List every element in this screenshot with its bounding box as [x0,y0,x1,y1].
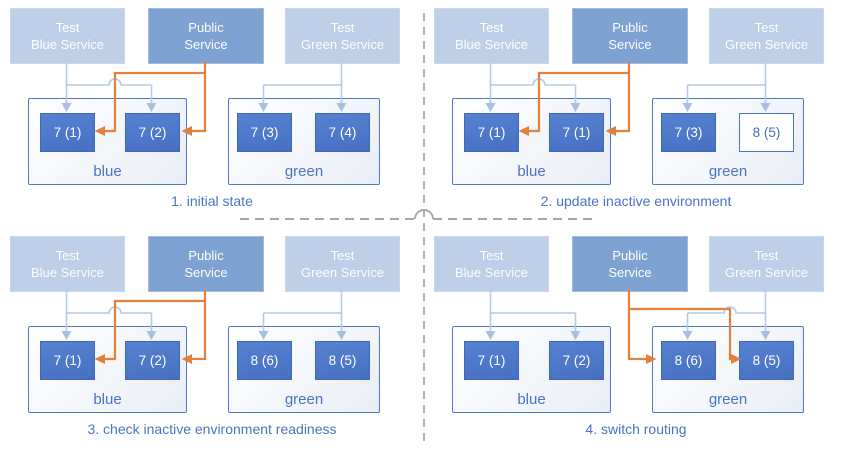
service-label-line1: Test [479,248,504,263]
pod: 8 (5) [315,341,370,380]
environment-label: green [708,163,748,180]
service-label-line1: Test [330,20,355,35]
test-blue-service-box: Test Blue Service [434,236,549,292]
environment-label: blue [517,391,546,408]
quadrant-2-update-inactive: Test Blue Service Public Service Test Gr… [424,0,848,228]
service-label-line1: Public [612,20,648,35]
pod: 7 (1) [40,341,95,380]
environment-label: green [284,163,324,180]
test-green-service-box: Test Green Service [285,236,400,292]
service-label-line2: Service [184,37,228,52]
pod: 8 (6) [661,341,716,380]
service-label-line2: Service [184,265,228,280]
quadrant-4-switch-routing: Test Blue Service Public Service Test Gr… [424,228,848,456]
pod: 8 (6) [237,341,292,380]
service-label-line2: Service [608,37,652,52]
public-service-box: Public Service [148,8,264,64]
service-label-line2: Green Service [724,37,809,52]
service-label-line1: Public [612,248,648,263]
quadrant-1-initial-state: Test Blue Service Public Service Test Gr… [0,0,424,228]
environment-label: green [708,391,748,408]
service-label-line2: Service [608,265,652,280]
pod: 8 (5) [739,341,794,380]
service-label-line2: Green Service [724,265,809,280]
environment-label: green [284,391,324,408]
test-blue-service-box: Test Blue Service [10,236,125,292]
service-label-line2: Green Service [300,37,385,52]
panel-caption: 4. switch routing [585,421,687,437]
panel-caption: 2. update inactive environment [540,193,732,209]
service-label-line1: Test [55,20,80,35]
pod: 7 (4) [315,113,370,152]
service-label-line1: Test [479,20,504,35]
panel-caption: 1. initial state [171,193,253,209]
public-service-box: Public Service [148,236,264,292]
pod-new-version: 8 (5) [739,113,794,152]
service-label-line2: Green Service [300,265,385,280]
public-service-box: Public Service [572,8,688,64]
pod: 7 (3) [661,113,716,152]
pod: 7 (3) [237,113,292,152]
service-label-line1: Public [188,248,224,263]
service-label-line2: Blue Service [31,37,104,52]
test-green-service-box: Test Green Service [709,236,824,292]
pod: 7 (1) [464,113,519,152]
pod: 7 (2) [125,341,180,380]
service-label-line1: Public [188,20,224,35]
service-label-line1: Test [754,20,779,35]
test-blue-service-box: Test Blue Service [434,8,549,64]
test-green-service-box: Test Green Service [285,8,400,64]
public-service-box: Public Service [572,236,688,292]
test-blue-service-box: Test Blue Service [10,8,125,64]
environment-label: blue [93,163,122,180]
quadrant-3-check-readiness: Test Blue Service Public Service Test Gr… [0,228,424,456]
pod: 7 (1) [40,113,95,152]
service-label-line1: Test [55,248,80,263]
service-label-line2: Blue Service [455,265,528,280]
service-label-line2: Blue Service [31,265,104,280]
pod: 7 (2) [125,113,180,152]
panel-caption: 3. check inactive environment readiness [87,421,337,437]
environment-label: blue [517,163,546,180]
pod: 7 (1) [464,341,519,380]
pod: 7 (1) [549,113,604,152]
environment-label: blue [93,391,122,408]
service-label-line1: Test [754,248,779,263]
service-label-line1: Test [330,248,355,263]
pod: 7 (2) [549,341,604,380]
test-green-service-box: Test Green Service [709,8,824,64]
service-label-line2: Blue Service [455,37,528,52]
